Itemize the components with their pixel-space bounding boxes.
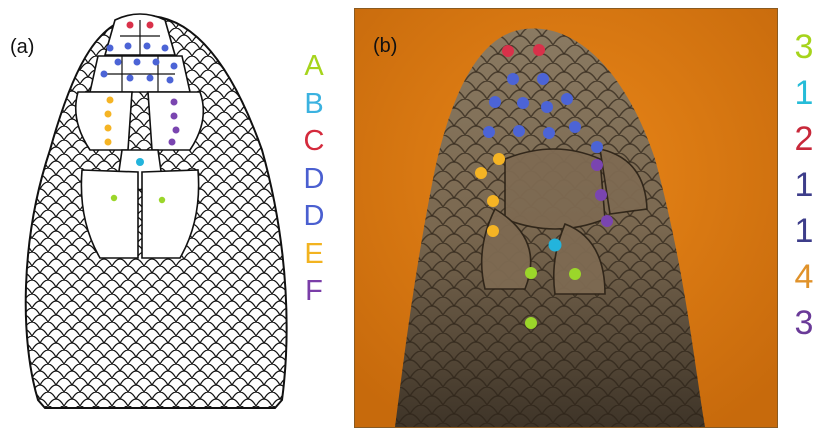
legend-letter: A	[296, 48, 332, 86]
count-value: 1	[776, 208, 832, 254]
legend-letter: D	[296, 198, 332, 236]
count-value: 1	[776, 70, 832, 116]
legend-letter: B	[296, 86, 332, 124]
legend-letter: E	[296, 236, 332, 274]
count-value: 3	[776, 300, 832, 346]
count-value: 2	[776, 116, 832, 162]
snake-head-photo	[355, 9, 777, 427]
count-value: 3	[776, 24, 832, 70]
count-column: 3 1 2 1 1 4 3	[776, 24, 832, 346]
count-value: 1	[776, 162, 832, 208]
panel-a-label: (a)	[10, 36, 34, 59]
left-supraocular	[76, 92, 132, 150]
legend-letter: C	[296, 123, 332, 161]
panel-b-photo: (b)	[354, 8, 778, 428]
count-value: 4	[776, 254, 832, 300]
panel-a: (a) A B C D D E F	[0, 0, 350, 426]
legend-letter: F	[296, 273, 332, 311]
legend-letter: D	[296, 161, 332, 199]
legend-letters: A B C D D E F	[296, 48, 332, 311]
panel-b-label: (b)	[373, 35, 397, 58]
